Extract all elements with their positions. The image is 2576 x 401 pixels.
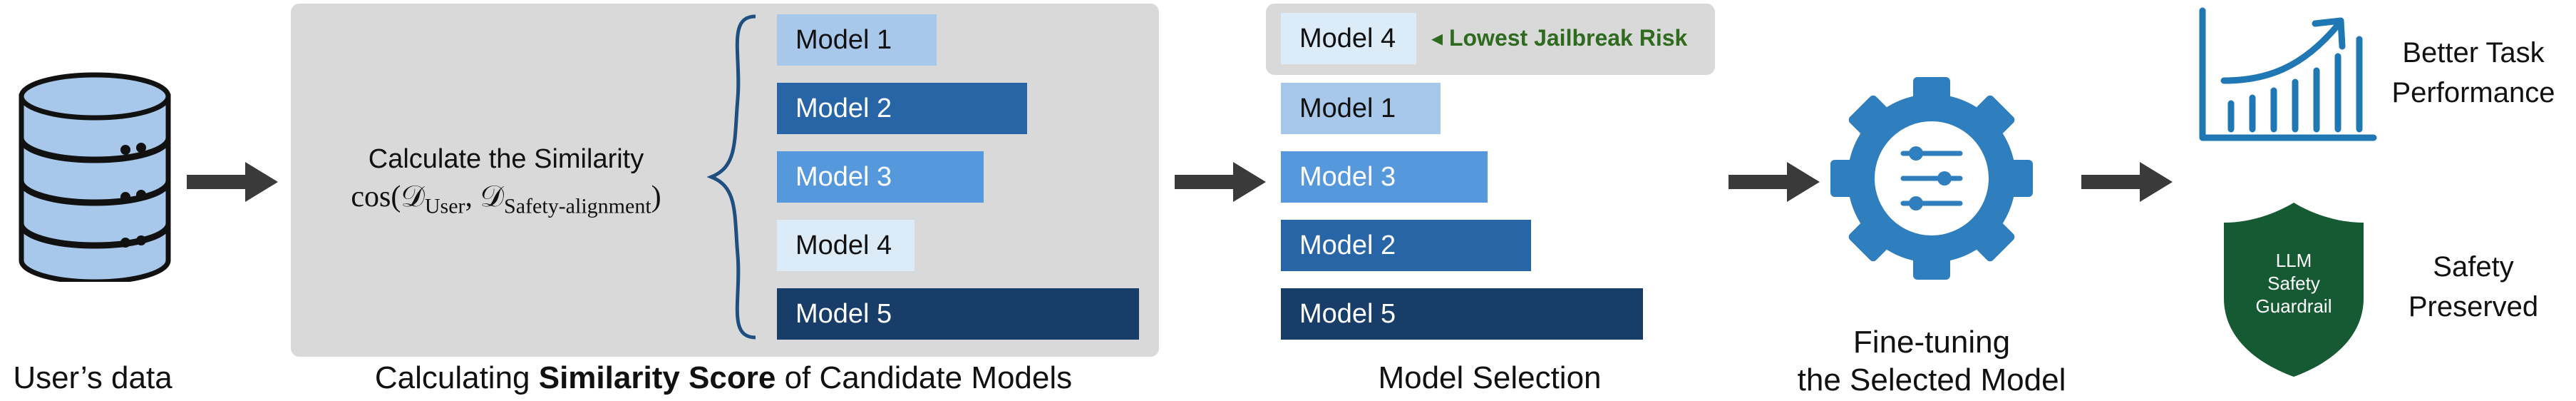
- performance-label-line1: Better Task: [2402, 37, 2545, 68]
- similarity-formula: cos(𝒟User, 𝒟Safety-alignment): [299, 180, 713, 218]
- similarity-bar-model-5: Model 5: [777, 288, 1139, 340]
- formula-suffix: ): [651, 181, 661, 213]
- finetune-caption-line1: Fine-tuning: [1853, 325, 2011, 360]
- similarity-bar-model-1: Model 1: [777, 14, 937, 66]
- safety-label-line1: Safety: [2433, 251, 2514, 283]
- similarity-caption-bold: Similarity Score: [538, 360, 776, 395]
- ranked-bar-model-5: Model 5: [1281, 288, 1643, 340]
- similarity-bar-model-4: Model 4: [777, 220, 915, 271]
- bar-chart-growth-icon: [2195, 4, 2381, 150]
- formula-separator: ,: [465, 181, 480, 213]
- ranked-bar-model-2: Model 2: [1281, 220, 1531, 271]
- similarity-bar-model-2: Model 2: [777, 83, 1027, 134]
- calc-similarity-label: Calculate the Similarity: [368, 144, 644, 174]
- ranked-bar-model-1: Model 1: [1281, 83, 1441, 134]
- performance-label-line2: Performance: [2391, 77, 2555, 108]
- shield-text-line1: LLM: [2275, 250, 2312, 271]
- finetune-caption-line2: the Selected Model: [1797, 362, 2066, 397]
- formula-d-safety: 𝒟: [480, 181, 505, 213]
- arrow-right-icon: [187, 161, 279, 207]
- similarity-bar-model-3: Model 3: [777, 151, 984, 203]
- safety-label-line2: Preserved: [2408, 291, 2539, 323]
- selected-model-bar: Model 4: [1281, 13, 1416, 64]
- formula-prefix: cos(: [351, 181, 401, 213]
- arrow-right-icon: [1175, 161, 1267, 207]
- arrow-right-icon: [2081, 161, 2174, 207]
- database-icon: [13, 68, 177, 285]
- similarity-caption-post: of Candidate Models: [776, 360, 1073, 395]
- user-data-caption: User’s data: [13, 360, 172, 395]
- shield-icon: LLM Safety Guardrail: [2215, 198, 2372, 381]
- formula-d-user: 𝒟: [401, 181, 425, 213]
- selection-caption: Model Selection: [1378, 360, 1602, 395]
- formula-sub-user: User: [424, 194, 465, 218]
- lowest-risk-annotation: ◂ Lowest Jailbreak Risk: [1431, 25, 1688, 51]
- shield-text-line2: Safety: [2267, 273, 2320, 294]
- shield-text-line3: Guardrail: [2255, 295, 2332, 317]
- similarity-caption: Calculating Similarity Score of Candidat…: [346, 360, 1101, 396]
- curly-brace: [706, 13, 770, 345]
- formula-sub-safety: Safety-alignment: [504, 194, 651, 218]
- similarity-caption-pre: Calculating: [374, 360, 539, 395]
- arrow-right-icon: [1729, 161, 1821, 207]
- ranked-bar-model-3: Model 3: [1281, 151, 1488, 203]
- gear-sliders-icon: [1825, 71, 2039, 289]
